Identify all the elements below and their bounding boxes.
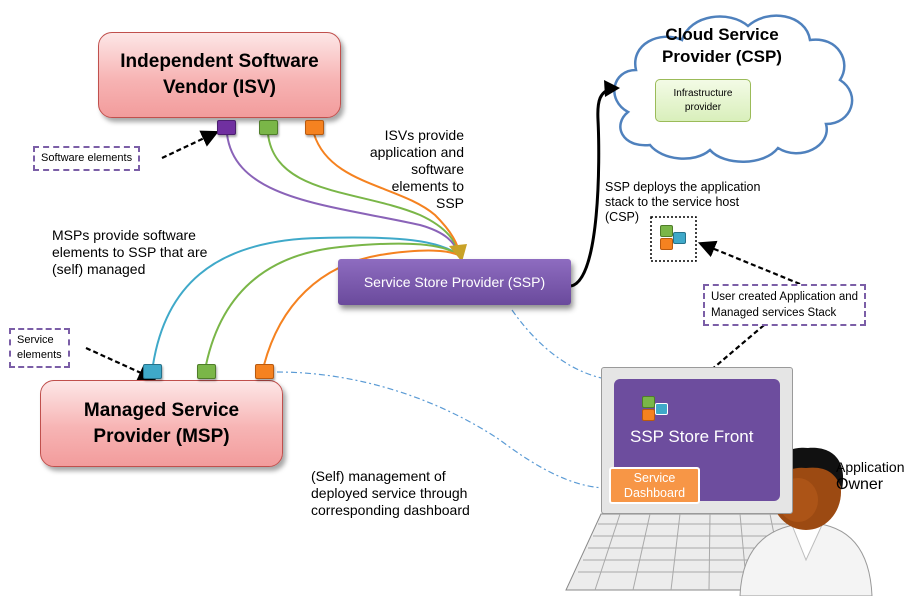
isv-purple-link [226,133,461,257]
user-stack-line2: Managed services Stack [711,307,837,319]
isv-provide-line5: SSP [435,195,464,211]
service-elements-line1: Service [17,334,54,346]
csp-stack-frame [650,216,697,262]
isv-node: Independent Software Vendor (ISV) [98,32,341,118]
isv-green-link [267,133,461,257]
software-elements-pointer [161,130,219,159]
isv-orange-port [305,120,324,135]
application-owner-label: Application Owner [836,458,905,494]
msp-green-link [205,242,461,366]
ssp-deploys-line3: (CSP) [605,210,640,224]
owner-line1: Application [836,459,905,475]
isv-provide-line1: ISVs provide [384,127,464,143]
isv-title-line1: Independent Software [120,51,319,72]
storefront-stack-icon [642,396,670,424]
ssp-deploys-line1: SSP deploys the application [605,180,761,194]
isv-provide-line3: software [411,161,464,177]
ssp-deploys-line2: stack to the service host [605,195,740,209]
ssp-to-laptop-dashed [511,309,613,381]
self-management-line2: deployed service through [311,485,468,501]
msp-title-line2: Provider (MSP) [93,425,230,447]
service-elements-pointer [85,346,157,381]
msp-cyan-port [143,364,162,379]
user-stack-callout: User created Application and Managed ser… [703,284,867,326]
stack-to-csp-pointer [697,240,801,286]
ssp-arrowhead [449,244,467,262]
self-management-line1: (Self) management of [311,468,446,484]
msp-provide-line2: elements to SSP that are [52,244,208,260]
isv-purple-port [217,120,236,135]
isv-provide-line2: application and [369,144,464,160]
ssp-to-csp-arrow [570,86,613,288]
self-management-note: (Self) management of deployed service th… [311,468,470,519]
isv-title-line2: Vendor (ISV) [163,77,276,98]
infrastructure-line2: provider [684,101,722,113]
msp-green-port [197,364,216,379]
msp-cyan-link [152,236,461,366]
msp-provide-note: MSPs provide software elements to SSP th… [52,227,207,278]
service-elements-callout: Service elements [9,328,70,368]
ssp-node: Service Store Provider (SSP) [338,259,571,305]
msp-provide-line1: MSPs provide software [52,227,196,243]
msp-provide-line3: (self) managed [52,261,146,277]
isv-provide-line4: elements to [391,178,464,194]
self-management-line3: corresponding dashboard [311,502,470,518]
software-elements-text: Software elements [41,152,133,164]
csp-title: Cloud Service Provider (CSP) [636,24,808,68]
software-elements-callout: Software elements [33,146,141,171]
csp-title-line2: Provider (CSP) [662,47,782,66]
msp-orange-port [255,364,274,379]
service-dashboard-button[interactable]: Service Dashboard [609,467,700,504]
msp-orange-link [263,249,461,366]
app-stack-icon [660,225,688,253]
service-elements-line2: elements [17,349,62,361]
isv-orange-link [313,133,461,257]
dashboard-line2: Dashboard [623,485,686,500]
isv-green-port [259,120,278,135]
msp-node: Managed Service Provider (MSP) [40,380,283,467]
msp-to-dashboard-dashed [276,371,609,489]
dashboard-line1: Service [633,470,676,485]
infrastructure-provider-box: Infrastructure provider [655,79,751,122]
csp-arrowhead [604,80,620,97]
user-stack-line1: User created Application and [711,291,859,303]
ssp-label: Service Store Provider (SSP) [363,274,546,290]
store-front-label: SSP Store Front [630,427,754,446]
owner-line2: Owner [836,476,884,493]
infrastructure-line1: Infrastructure [673,87,733,99]
csp-title-line1: Cloud Service [665,25,779,44]
ssp-deploys-note: SSP deploys the application stack to the… [605,180,760,225]
msp-title-line1: Managed Service [83,399,240,421]
isv-provide-note: ISVs provide application and software el… [356,127,464,212]
